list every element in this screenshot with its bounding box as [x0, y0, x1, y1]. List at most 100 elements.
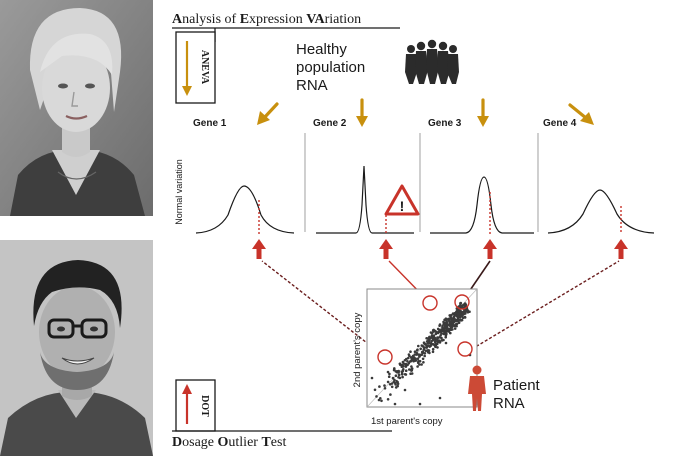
gene-up-arrows	[252, 239, 628, 259]
scatter-point	[386, 370, 390, 374]
scatter-point	[388, 372, 391, 376]
scatter-point	[444, 341, 448, 345]
scatter-point	[425, 337, 428, 340]
outlier-circle-gene-1	[377, 349, 393, 365]
scatter-point	[462, 303, 466, 307]
scatter-point	[440, 336, 443, 340]
scatter-point	[442, 328, 446, 332]
scatter-point	[449, 331, 452, 335]
scatter-point	[406, 363, 409, 367]
scatter-point	[390, 382, 394, 385]
scatter-point	[393, 368, 396, 371]
scatter-point	[432, 334, 436, 338]
patient-label-line-1: Patient	[493, 377, 541, 394]
scatter-point	[395, 379, 398, 383]
scatter-point	[457, 321, 461, 325]
gene-arrows	[257, 98, 594, 127]
gene-4-arrow	[568, 103, 588, 120]
scatter-point	[403, 388, 407, 392]
healthy-label-line-1: Healthy	[296, 41, 347, 58]
scatter-point	[375, 395, 378, 398]
scatter-point	[416, 357, 420, 361]
scatter-point	[401, 375, 404, 379]
scatter-point	[443, 324, 447, 328]
gene-4-label: Gene 4	[543, 118, 577, 129]
scatter-point	[431, 350, 435, 354]
scatter-point	[463, 308, 467, 312]
scatter-point	[407, 356, 410, 360]
scatter-point	[453, 324, 457, 327]
scatter-point	[397, 370, 400, 373]
scatter-point	[433, 344, 437, 347]
scatter-point	[420, 363, 423, 366]
scatter-point	[445, 323, 449, 326]
scatter-point	[399, 363, 402, 367]
dot-box-label: DOT	[199, 395, 210, 417]
normal-variation-axis-label: Normal variation	[174, 159, 184, 225]
panel-separators	[304, 133, 539, 232]
gene-1-label: Gene 1	[193, 118, 227, 129]
scatter-point	[436, 340, 440, 344]
scatter-point	[430, 334, 434, 338]
scatter-point	[468, 310, 471, 314]
scatter-point	[447, 323, 451, 327]
portrait-man-photo	[0, 240, 153, 456]
scatter-point	[457, 314, 461, 318]
scatter-x-label: 1st parent's copy	[371, 416, 443, 427]
scatter-point	[463, 316, 467, 319]
scatter-point	[454, 314, 457, 317]
scatter-point	[428, 344, 431, 347]
scatter-point	[401, 364, 405, 368]
scatter-point	[386, 398, 390, 401]
scatter-point	[438, 336, 441, 339]
scatter-point	[404, 363, 407, 367]
connector-gene-1	[261, 260, 386, 358]
scatter-point	[461, 316, 465, 320]
scatter-point	[408, 360, 412, 363]
connector-gene-4	[471, 260, 620, 350]
scatter-point	[418, 402, 422, 406]
scatter-point	[426, 341, 430, 345]
patient-label-line-2: RNA	[493, 395, 525, 412]
scatter-point	[438, 396, 442, 400]
gene-3-distribution-curve	[430, 176, 534, 234]
scatter-point	[453, 311, 457, 315]
scatter-point	[460, 305, 464, 308]
dot-box-arrowhead	[182, 384, 192, 394]
scatter-point	[436, 337, 439, 340]
scatter-point	[410, 368, 413, 371]
aneva-box	[175, 31, 216, 104]
gene-3-label: Gene 3	[428, 118, 462, 129]
scatter-point	[444, 317, 448, 321]
scatter-point	[396, 384, 400, 388]
scatter-point	[421, 350, 425, 354]
scatter-point	[438, 323, 442, 326]
scatter-point	[461, 311, 465, 315]
scatter-point	[415, 353, 419, 356]
scatter-point	[428, 351, 431, 355]
gene-4-distribution-curve	[547, 189, 655, 234]
scatter-point	[429, 336, 433, 340]
scatter-point	[386, 380, 390, 384]
scatter-point	[377, 398, 381, 402]
patient-body-icon	[468, 365, 486, 411]
footer-dot-heading: Dosage Outlier Test	[172, 435, 286, 450]
healthy-label-line-2: population	[296, 59, 365, 76]
scatter-point	[434, 332, 438, 336]
scatter-point	[383, 384, 386, 387]
scatter-point	[394, 383, 397, 386]
scatter-point	[417, 344, 420, 348]
scatter-point	[404, 369, 408, 373]
scatter-point	[378, 385, 381, 388]
aneva-box-label: ANEVA	[199, 50, 210, 85]
scatter-point	[389, 393, 392, 396]
scatter-point	[413, 350, 417, 354]
scatter-point	[390, 385, 394, 389]
scatter-point	[422, 361, 425, 364]
scatter-point	[439, 334, 442, 337]
patient-value-markers	[258, 192, 622, 234]
scatter-point	[447, 327, 450, 331]
scatter-point	[393, 402, 397, 406]
scatter-point	[416, 361, 420, 365]
gene-2-label: Gene 2	[313, 118, 347, 129]
